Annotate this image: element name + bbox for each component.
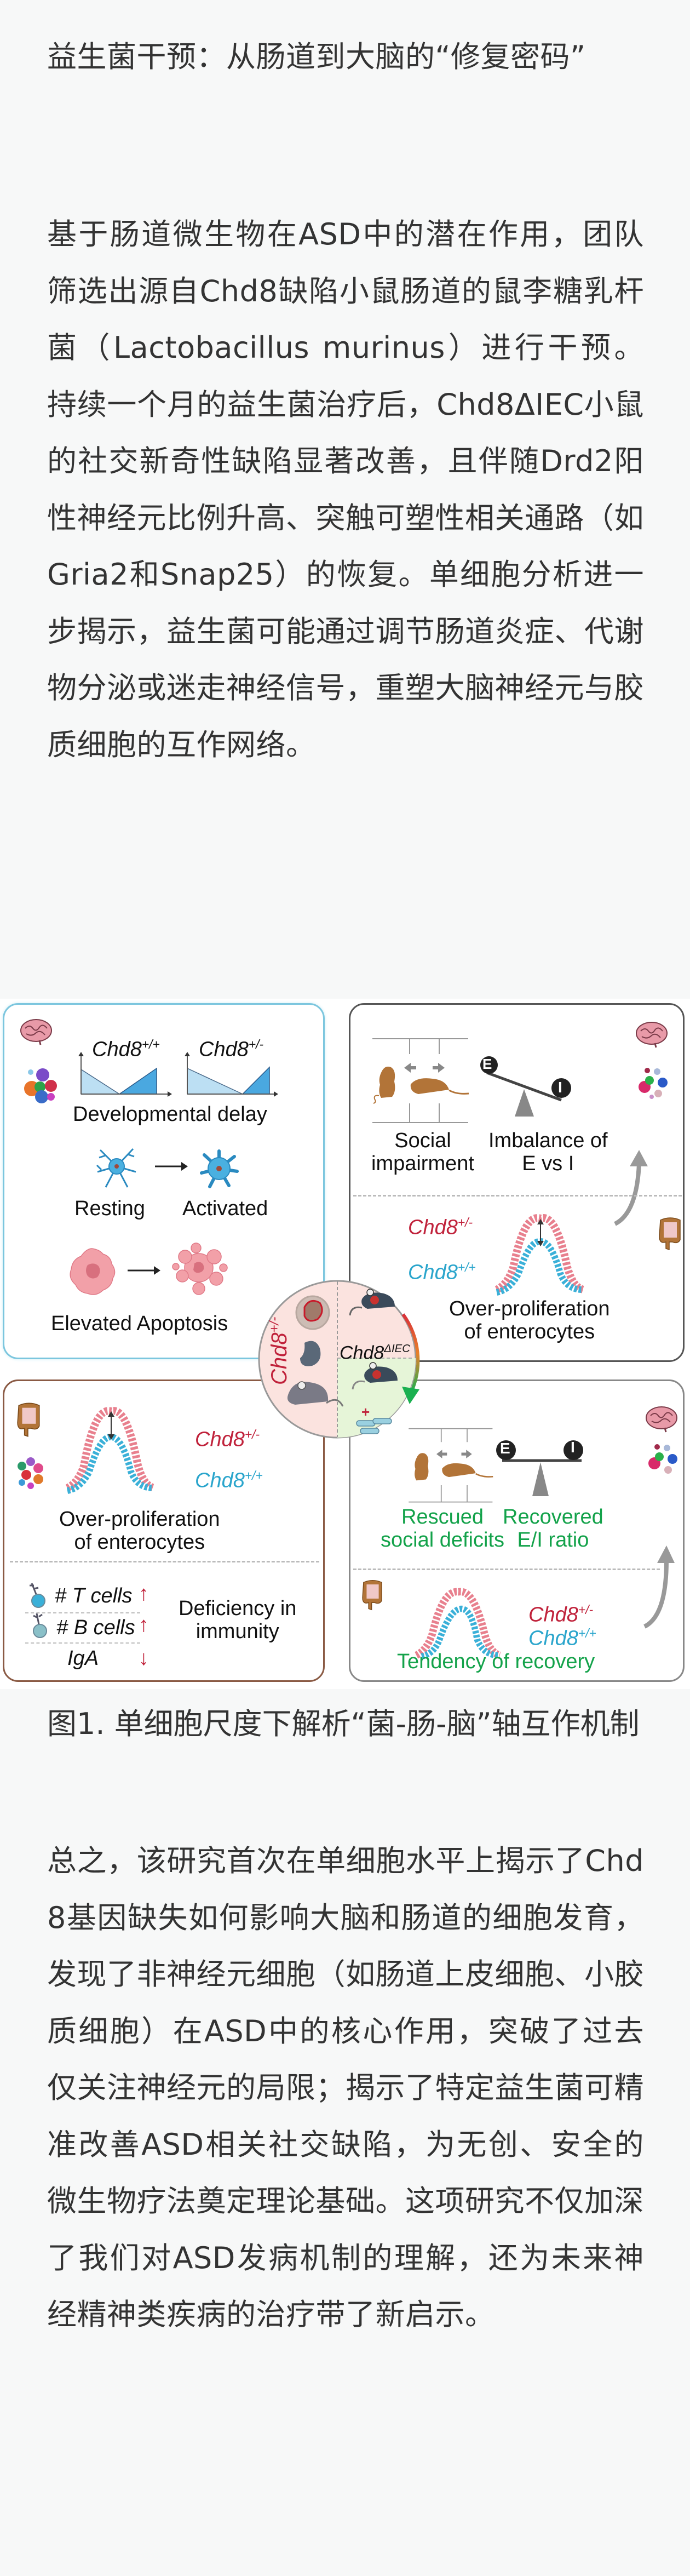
- label-chd8-het-vertical: Chd8+/-: [267, 1316, 291, 1385]
- label-chd8-het: Chd8+/-: [528, 1602, 594, 1627]
- figure-caption: 图1. 单细胞尺度下解析“菌-肠-脑”轴互作机制: [47, 1707, 640, 1741]
- i-label: I: [571, 1439, 575, 1456]
- e-label: E: [500, 1440, 510, 1457]
- cell-cluster-icon: [639, 1068, 668, 1099]
- three-chamber-apparatus: [409, 1428, 493, 1503]
- label-chd8-het: Chd8+/-: [195, 1427, 260, 1451]
- microglia-activated-icon: [200, 1149, 239, 1188]
- intestine-icon: [659, 1217, 681, 1251]
- arrow-up-icon: ↑: [139, 1582, 149, 1605]
- panel-brain-development: Chd8+/+ Chd8+/- Developmental delay: [3, 1003, 325, 1359]
- microglia-resting-icon: [96, 1148, 136, 1188]
- label-chd8-wt: Chd8+/+: [195, 1468, 263, 1492]
- section-title: 益生菌干预：从肠道到大脑的“修复密码”: [47, 39, 586, 74]
- intestinal-villus-icon: [415, 1588, 502, 1659]
- label-resting: Resting: [74, 1197, 145, 1220]
- i-label: I: [558, 1079, 562, 1096]
- label-tendency-recovery: Tendency of recovery: [397, 1650, 595, 1673]
- development-curve-wt: [78, 1052, 172, 1097]
- intestine-icon: [17, 1403, 40, 1437]
- paragraph-1: 基于肠道微生物在ASD中的潜在作用，团队筛选出源自Chd8缺陷小鼠肠道的鼠李糖乳…: [47, 217, 644, 762]
- divider: [353, 1195, 682, 1197]
- label-chd8-wt: Chd8+/+: [528, 1626, 596, 1650]
- label-chd8-wt: Chd8+/+: [408, 1260, 476, 1284]
- center-model-circle: [258, 1280, 420, 1439]
- divider: [10, 1561, 319, 1562]
- intestine-icon: [362, 1580, 382, 1611]
- intestinal-villus-icon: [65, 1407, 156, 1494]
- label-chd8-het: Chd8+/-: [199, 1037, 264, 1061]
- label-iga: IgA: [67, 1647, 99, 1670]
- label-chd8-diec: Chd8ΔIEC: [340, 1342, 410, 1364]
- label-b-cells: # B cells: [56, 1616, 135, 1639]
- e-label: E: [482, 1056, 492, 1072]
- arrow-right-icon: [128, 1266, 160, 1275]
- label-developmental-delay: Developmental delay: [73, 1103, 267, 1126]
- divider: [25, 1642, 140, 1644]
- ei-balance-level: [496, 1440, 583, 1496]
- brain-icon: [20, 1019, 52, 1045]
- figure-gut-brain-axis: Chd8+/+ Chd8+/- Developmental delay: [0, 999, 690, 1689]
- healthy-cell-icon: [70, 1248, 116, 1295]
- intestinal-villus-icon: [495, 1214, 585, 1296]
- label-chd8-wt: Chd8+/+: [92, 1037, 160, 1061]
- ei-balance-tilted: [480, 1056, 571, 1117]
- arrow-down-icon: ↓: [139, 1647, 149, 1670]
- label-t-cells: # T cells: [55, 1584, 133, 1607]
- development-curve-het: [185, 1052, 278, 1097]
- paragraph-2: 总之，该研究首次在单细胞水平上揭示了Chd8基因缺失如何影响大脑和肠道的细胞发育…: [47, 1844, 644, 2332]
- curved-arrow-up-icon: [614, 1150, 648, 1226]
- arrow-right-icon: [155, 1162, 188, 1171]
- divider: [25, 1612, 140, 1613]
- divider: [353, 1569, 660, 1570]
- cell-cluster-icon: [648, 1444, 677, 1474]
- plus-sign: +: [361, 1404, 370, 1420]
- b-cell-icon: [33, 1613, 47, 1638]
- label-elevated-apoptosis: Elevated Apoptosis: [51, 1312, 228, 1335]
- t-cell-icon: [30, 1583, 45, 1608]
- three-chamber-apparatus: [372, 1038, 469, 1123]
- label-activated: Activated: [182, 1197, 268, 1220]
- curved-arrow-up-icon: [643, 1545, 675, 1629]
- label-chd8-het: Chd8+/-: [408, 1215, 473, 1239]
- cell-cluster-icon: [18, 1457, 43, 1489]
- arrow-up-icon: ↑: [139, 1613, 149, 1636]
- apoptotic-cell-icon: [172, 1243, 228, 1295]
- cell-cluster-icon: [24, 1068, 57, 1103]
- brain-icon: [636, 1022, 668, 1048]
- brain-icon: [646, 1406, 677, 1433]
